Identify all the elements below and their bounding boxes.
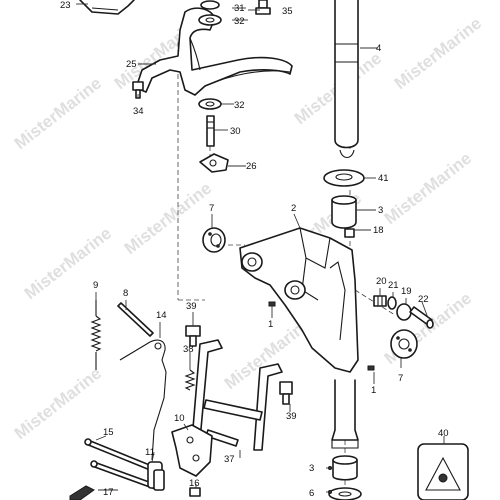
- callout-11: 11: [145, 447, 155, 458]
- callout-8: 8: [123, 288, 128, 299]
- part-35-bolt: [255, 0, 271, 15]
- callout-26: 26: [246, 161, 257, 172]
- callout-30: 30: [230, 126, 241, 137]
- part-20-spring: [373, 295, 387, 307]
- callout-17: 17: [103, 487, 114, 498]
- part-39-bolt-lower: [279, 381, 293, 405]
- callout-3-lower: 3: [309, 463, 314, 474]
- callout-40: 40: [438, 428, 449, 439]
- part-9-spring: [90, 300, 102, 370]
- part-32-washer-upper: [198, 14, 222, 26]
- callout-31: 31: [234, 3, 245, 14]
- part-30-pin: [206, 115, 215, 147]
- callout-4: 4: [376, 43, 381, 54]
- part-3-bushing-lower: [332, 455, 358, 481]
- part-11-clip: [147, 461, 165, 491]
- leader-lines: [76, 3, 445, 493]
- callout-6: 6: [309, 488, 314, 499]
- part-swivel-shaft-lower: [331, 379, 359, 449]
- callout-18: 18: [373, 225, 384, 236]
- part-21-washer: [387, 296, 397, 310]
- part-16-bolt: [189, 487, 201, 497]
- part-31-washer: [200, 0, 220, 10]
- callout-1-lower: 1: [371, 385, 376, 396]
- watermark: MisterMarine: [11, 74, 105, 154]
- callout-9: 9: [93, 280, 98, 291]
- callout-35: 35: [282, 6, 293, 17]
- part-7-bushing-left: [202, 227, 226, 253]
- part-38-spring: [184, 369, 196, 391]
- watermark: MisterMarine: [121, 179, 215, 259]
- part-4-swivel-shaft: [334, 0, 359, 159]
- callout-37: 37: [224, 454, 235, 465]
- callout-14: 14: [156, 310, 167, 321]
- part-10-bracket: [171, 424, 213, 477]
- part-1-pin-upper: [268, 301, 276, 307]
- callout-23: 23: [60, 0, 71, 11]
- part-26-lock-plate: [199, 153, 229, 173]
- callout-41: 41: [378, 173, 389, 184]
- callout-22: 22: [418, 294, 429, 305]
- callout-16: 16: [189, 478, 200, 489]
- part-22-bolt: [409, 306, 434, 329]
- part-23-bracket: [79, 0, 135, 15]
- callout-2: 2: [291, 203, 296, 214]
- callout-10: 10: [174, 413, 185, 424]
- leader-dots: [328, 466, 332, 494]
- watermark: MisterMarine: [391, 14, 485, 94]
- watermark: MisterMarine: [11, 364, 105, 444]
- part-2-swivel-bracket: [239, 227, 359, 373]
- part-32-washer-lower: [198, 98, 222, 110]
- watermark: MisterMarine: [381, 149, 475, 229]
- callout-1-upper: 1: [268, 319, 273, 330]
- callout-7-right: 7: [398, 373, 403, 384]
- part-14-lever-wire: [119, 339, 167, 461]
- callout-38: 38: [183, 344, 194, 355]
- part-39-bolt-upper: [185, 325, 201, 347]
- callout-34: 34: [133, 106, 144, 117]
- part-1-pin-lower: [367, 365, 375, 371]
- callout-20: 20: [376, 276, 387, 287]
- part-41-washer: [323, 169, 365, 187]
- part-8-rod: [117, 302, 154, 337]
- callout-25: 25: [126, 59, 137, 70]
- callout-32-upper: 32: [234, 16, 245, 27]
- part-7-bushing-right: [390, 329, 418, 359]
- callout-39-upper: 39: [186, 301, 197, 312]
- callout-21: 21: [388, 280, 399, 291]
- callout-19: 19: [401, 286, 412, 297]
- callout-32-lower: 32: [234, 100, 245, 111]
- part-40-warning-label: [417, 443, 469, 500]
- part-19-collar: [396, 303, 412, 321]
- callout-labels: 23 31 35 32 4 25 34 32 30 26 41 7 2 3 18…: [60, 0, 449, 499]
- watermark-layer: MisterMarine MisterMarine MisterMarine M…: [11, 14, 485, 444]
- callout-15: 15: [103, 427, 114, 438]
- part-18-bushing: [344, 228, 355, 238]
- watermark: MisterMarine: [21, 224, 115, 304]
- part-6-washer: [328, 487, 362, 500]
- callout-39-lower: 39: [286, 411, 297, 422]
- callout-3-upper: 3: [378, 205, 383, 216]
- brand-stamp: [69, 485, 95, 500]
- callout-7-left: 7: [209, 203, 214, 214]
- part-3-bushing-upper: [331, 195, 357, 229]
